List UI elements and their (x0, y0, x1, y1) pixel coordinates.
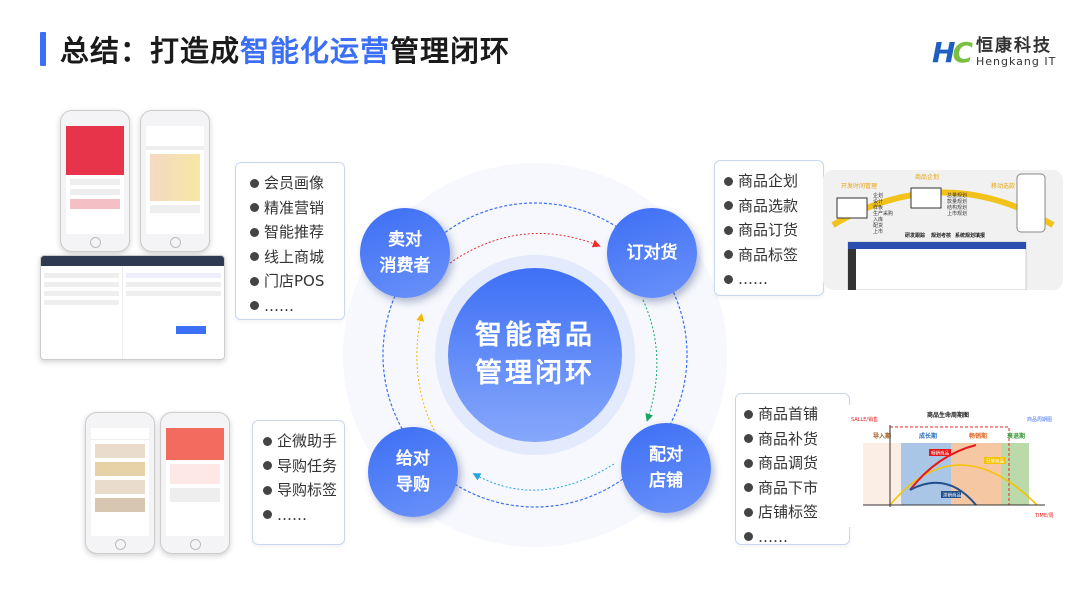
plan-scope: 上市规划 (947, 210, 967, 217)
list-item: 线上商城 (250, 245, 344, 270)
plan-step: 企划 (873, 192, 883, 199)
plan-step: 设计 (873, 198, 883, 205)
logo-cn: 恒康科技 (976, 36, 1052, 56)
ordering-list: 商品企划 商品选款 商品订货 商品标签 …… (714, 160, 824, 296)
list-item: 企微助手 (263, 429, 344, 454)
plan-plan-label: 商品企划 (915, 173, 939, 181)
lc-tag: 畅销商品 (931, 450, 949, 457)
store-list: 商品首铺 商品补货 商品调货 商品下市 店铺标签 …… (735, 393, 850, 546)
phone-mall-app (140, 110, 210, 252)
lc-title: 商品生命周期图 (927, 411, 969, 419)
pos-tablet (40, 255, 225, 360)
title-part1: 总结：打造成 (60, 34, 241, 68)
node-sell-consumer: 卖对消费者 (360, 208, 450, 298)
list-item: 门店POS (250, 269, 344, 294)
center-circle: 智能商品管理闭环 (448, 268, 622, 442)
planning-image: 开发时间管理 商品企划 移动选款 企划 设计 样板 生产采购 入库 配货 上市 … (823, 170, 1063, 290)
plan-step: 样板 (873, 204, 883, 211)
plan-step: 上市 (873, 228, 883, 235)
lc-tag: 日常商品 (986, 458, 1004, 465)
lc-tag: 滞销商品 (943, 492, 961, 499)
list-item: 导购标签 (263, 478, 344, 503)
list-item: 商品企划 (724, 169, 823, 194)
arrow-red (449, 232, 601, 264)
phone-wecom-assistant (85, 412, 155, 554)
guide-list: 企微助手 导购任务 导购标签 …… (252, 420, 345, 545)
plan-bottom: 规划考核 (931, 232, 951, 239)
lc-x-label: TIME/周 (1034, 513, 1054, 519)
list-item: 商品标签 (724, 243, 823, 268)
list-item: 商品订货 (724, 218, 823, 243)
node-guide: 给对导购 (368, 427, 458, 517)
arrow-yellow (416, 313, 437, 435)
lc-legend: 商品周期图 (1027, 416, 1052, 423)
page-title: 总结：打造成 智能化运营 管理闭环 (40, 28, 510, 70)
list-item: …… (263, 503, 344, 528)
plan-scope: 结构规划 (947, 204, 967, 211)
list-item: 商品补货 (744, 427, 849, 452)
lc-stage: 导入期 (873, 432, 891, 440)
list-item: …… (250, 294, 344, 319)
list-item: 商品调货 (744, 451, 849, 476)
consumer-list: 会员画像 精准营销 智能推荐 线上商城 门店POS …… (235, 162, 345, 320)
arrow-blue (472, 463, 615, 491)
plan-mobile-label: 移动选款 (991, 182, 1015, 190)
lifecycle-image: 商品生命周期图 SALLE/销售 商品周期图 导入期 成长期 畅销期 衰退期 畅… (847, 405, 1059, 527)
lc-y-label: SALLE/销售 (851, 416, 878, 423)
plan-bottom: 研发跟踪 (905, 232, 925, 239)
list-item: 商品首铺 (744, 402, 849, 427)
list-item: 商品选款 (724, 194, 823, 219)
title-highlight: 智能化运营 (240, 34, 391, 68)
node-match-store: 配对店铺 (621, 423, 711, 513)
phone-guide-tasks (160, 412, 230, 554)
plan-scope: 款量规划 (947, 198, 967, 205)
arrow-green (642, 299, 658, 422)
list-item: 商品下市 (744, 476, 849, 501)
plan-step: 配货 (873, 222, 883, 229)
outer-ring (382, 202, 688, 508)
plan-dev-label: 开发时间管理 (841, 182, 877, 190)
list-item: 店铺标签 (744, 500, 849, 525)
plan-bottom: 系统规划填报 (955, 232, 985, 239)
phone-member-app (60, 110, 130, 252)
list-item: …… (724, 267, 823, 292)
lc-stage: 成长期 (919, 432, 937, 440)
plan-step: 生产采购 (873, 210, 893, 217)
node-order-goods: 订对货 (607, 208, 697, 298)
title-part2: 管理闭环 (390, 34, 511, 68)
list-item: …… (744, 525, 849, 550)
lc-stage: 衰退期 (1006, 432, 1025, 440)
logo-en: Hengkang IT (976, 55, 1057, 68)
logo-mark: HC (932, 36, 973, 69)
plan-scope: 总量规划 (947, 192, 967, 199)
list-item: 智能推荐 (250, 220, 344, 245)
list-item: 精准营销 (250, 196, 344, 221)
title-accent-bar (40, 32, 46, 66)
plan-step: 入库 (873, 216, 883, 223)
company-logo: HC 恒康科技 Hengkang IT (932, 36, 1056, 69)
lc-stage: 畅销期 (969, 432, 987, 440)
list-item: 导购任务 (263, 454, 344, 479)
list-item: 会员画像 (250, 171, 344, 196)
